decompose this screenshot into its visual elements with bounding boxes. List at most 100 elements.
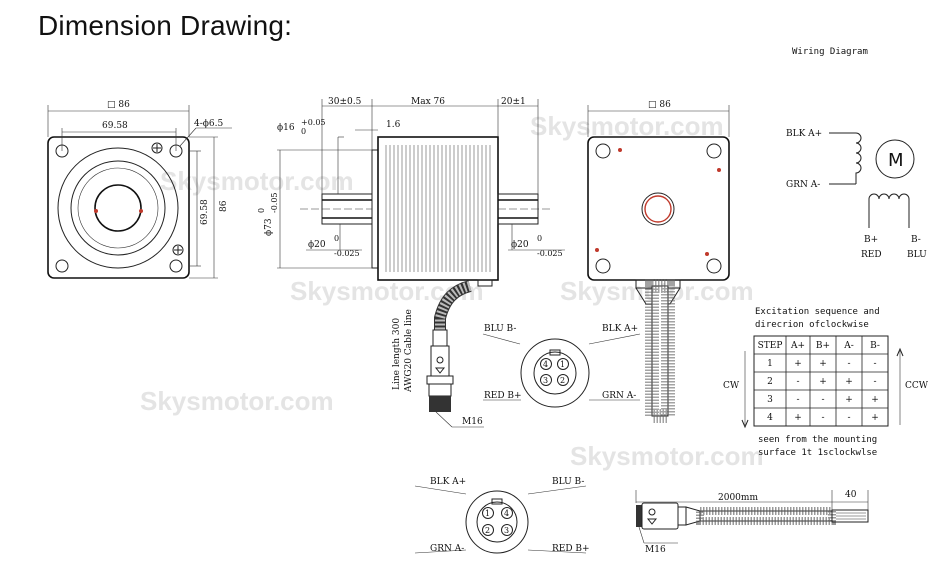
boss-tol-upper: 0	[257, 208, 266, 213]
screw-icon	[151, 142, 163, 154]
rear-shaft-dia-dim: ϕ20	[511, 240, 529, 250]
wire-grn-label: GRN A-	[786, 180, 820, 190]
pilot-inner-circle	[77, 167, 159, 249]
screw-icon	[172, 244, 184, 256]
front-square-dim: □ 86	[107, 100, 130, 110]
pin-label-blk-a-plus: BLK A+	[602, 324, 638, 334]
side-view: M16 Line length 300 AWG20 Cable line 30±…	[257, 97, 565, 428]
wire-b-minus-label: B-	[911, 235, 921, 245]
connector-body	[430, 345, 450, 377]
pin-number: 3	[504, 526, 509, 535]
coil-a-icon	[855, 132, 862, 184]
table-cell: -	[873, 359, 876, 369]
table-cell: -	[796, 377, 799, 387]
watermark-text: Skysmotor.com	[160, 166, 354, 196]
pin-label-grn-a-minus: GRN A-	[602, 391, 636, 401]
table-cell: +	[845, 377, 853, 387]
boss-dia-dim: ϕ73	[264, 218, 274, 236]
ccw-arrow-icon	[896, 347, 904, 357]
table-header-cell: A+	[790, 341, 805, 351]
motor-symbol	[875, 139, 915, 179]
table-cell: -	[847, 413, 850, 423]
connector-logo-icon	[646, 508, 658, 525]
pin-label-blu-b-minus: BLU B-	[484, 324, 516, 334]
shaft-circle	[94, 184, 142, 232]
front-shaft-dia-dim: ϕ20	[308, 240, 326, 250]
watermark-text: Skysmotor.com	[530, 111, 724, 141]
wire-b-plus-label: B+	[864, 235, 878, 245]
rear-shaft-tol-lower: -0.025	[537, 249, 563, 258]
front-flange-outline	[47, 136, 190, 279]
pin-number: 2	[485, 526, 490, 535]
cable-length-label: Line length 300	[392, 318, 402, 390]
rear-shaft-circle	[641, 192, 675, 226]
watermark-text: Skysmotor.com	[140, 386, 334, 416]
connector-logo-icon	[434, 356, 446, 374]
ext-connector-body	[641, 502, 679, 530]
connector-pinout-top: 4 1 3 2 BLU B- BLK A+ RED B+ GRN A-	[482, 324, 641, 408]
mount-hole	[55, 259, 69, 273]
coil-b-icon	[868, 193, 910, 200]
cw-label: CW	[723, 381, 740, 391]
table-cell: 1	[767, 359, 773, 369]
table-cell: +	[871, 413, 879, 423]
front-view: □ 86 69.58 4-ϕ6.5 69.58 86	[47, 100, 232, 279]
pin-number: 4	[543, 360, 548, 369]
rear-shaft-length-dim: 20±1	[501, 97, 526, 107]
table-cell: 4	[767, 413, 773, 423]
wire-red-label: RED	[861, 250, 882, 260]
excitation-sequence: Excitation sequence and direcrion ofcloc…	[723, 307, 929, 458]
table-header-cell: STEP	[758, 341, 783, 351]
connector-nut	[428, 383, 452, 397]
rear-mount-hole	[706, 258, 722, 274]
rear-square-dim: □ 86	[648, 100, 671, 110]
watermark-text: Skysmotor.com	[570, 441, 764, 471]
motor-letter: M	[888, 150, 904, 171]
pin-label-grn-a-minus: GRN A-	[430, 544, 464, 554]
pilot-circle	[70, 160, 166, 256]
table-cell: 3	[767, 395, 773, 405]
cable-boot	[432, 329, 448, 347]
rear-mount-hole	[595, 143, 611, 159]
connector-pinout-bottom: 1 4 2 3 BLK A+ BLU B- GRN A- RED B+	[414, 477, 590, 554]
boss	[371, 149, 379, 269]
pin-label-red-b-plus: RED B+	[484, 391, 522, 401]
pin-number: 2	[560, 376, 565, 385]
cw-arrow-icon	[741, 419, 749, 429]
pin-number: 1	[485, 509, 490, 518]
pin-number: 3	[543, 376, 548, 385]
pin-label-blu-b-minus: BLU B-	[552, 477, 584, 487]
boss-tol-lower: -0.05	[270, 192, 279, 213]
ext-thread-dim: M16	[645, 545, 666, 555]
table-cell: +	[845, 395, 853, 405]
front-shaft-tol-upper: 0	[334, 234, 339, 243]
red-dot	[139, 209, 143, 213]
flange-length-dim: 30±0.5	[328, 97, 362, 107]
pin-label-blk-a-plus: BLK A+	[430, 477, 466, 487]
ext-tail-dim: 40	[845, 490, 857, 500]
front-height-dim: 86	[219, 200, 229, 212]
wiring-title: Wiring Diagram	[792, 47, 868, 57]
rear-mount-hole	[595, 258, 611, 274]
sequence-note-1: seen from the mounting	[758, 435, 877, 445]
rear-body-outline	[587, 136, 730, 281]
side-connector-thread-dim: M16	[462, 417, 483, 427]
table-cell: +	[819, 377, 827, 387]
rear-shaft-tol-upper: 0	[537, 234, 542, 243]
page-title: Dimension Drawing:	[38, 10, 293, 41]
mount-hole	[169, 259, 183, 273]
ccw-label: CCW	[905, 381, 929, 391]
table-header-cell: A-	[843, 341, 854, 351]
pilot-tol-lower: 0	[301, 127, 306, 136]
table-cell: -	[821, 413, 824, 423]
wiring-diagram: Wiring Diagram BLK A+ GRN A- M B+ B- RED…	[786, 47, 927, 260]
red-dot	[94, 209, 98, 213]
pin-number: 4	[504, 509, 509, 518]
boss-circle	[57, 147, 179, 269]
rear-view: □ 86	[587, 100, 730, 423]
table-cell: +	[794, 359, 802, 369]
table-cell: +	[871, 395, 879, 405]
table-header-cell: B+	[816, 341, 830, 351]
